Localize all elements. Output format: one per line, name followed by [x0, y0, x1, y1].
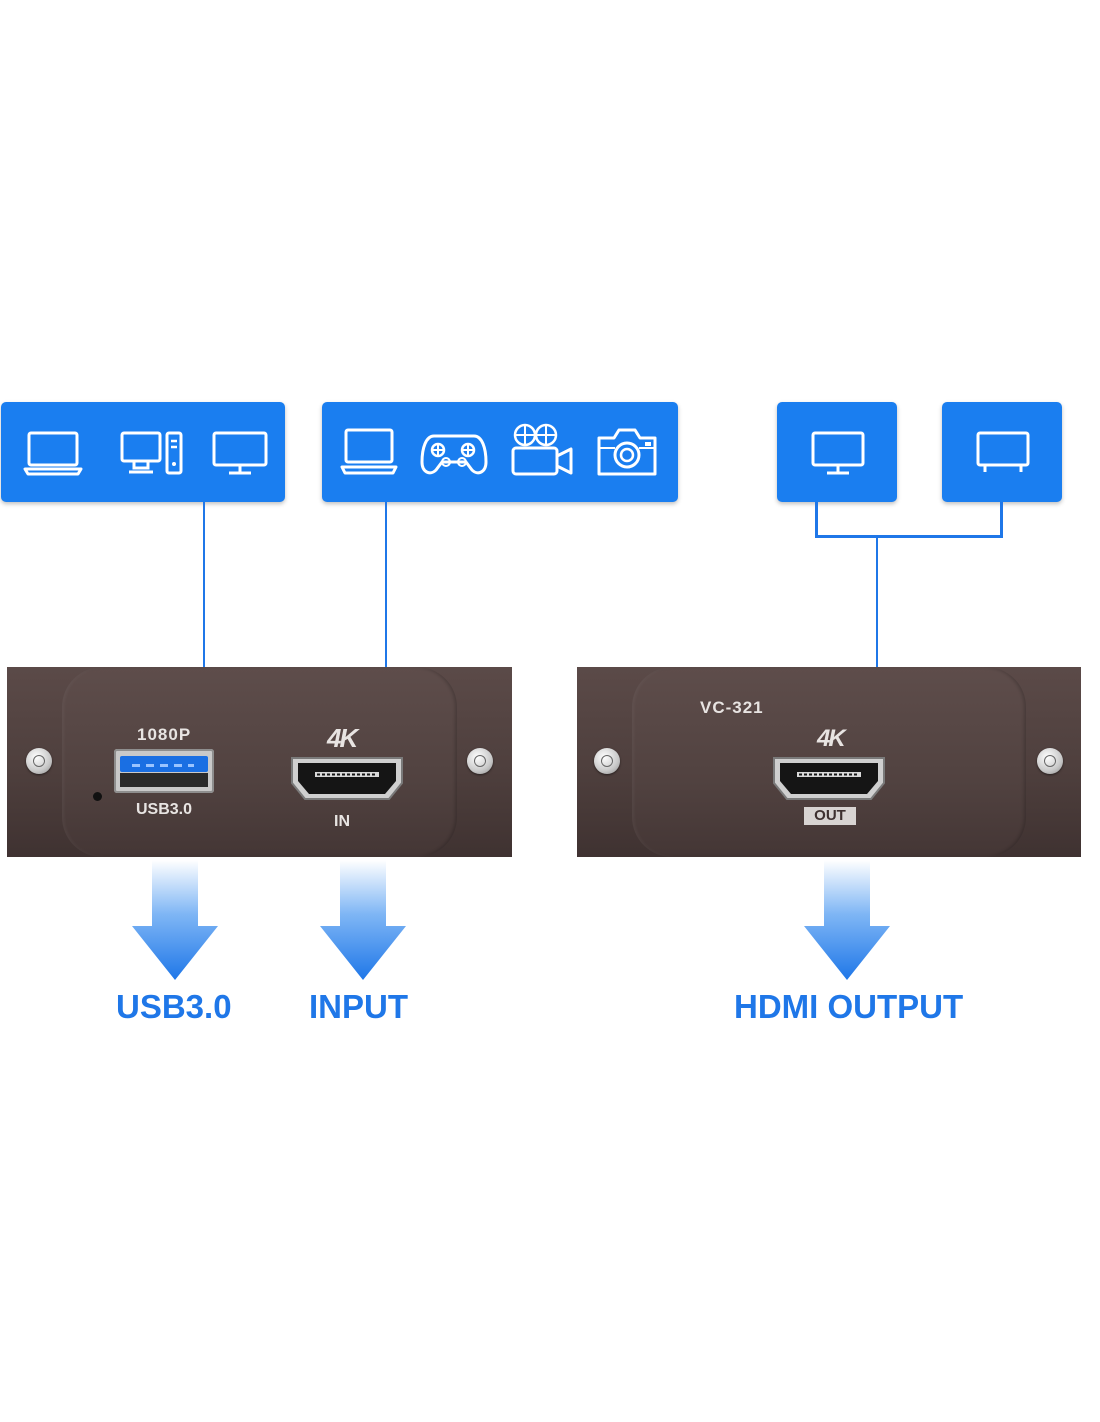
input-connector-line	[385, 502, 387, 764]
screw-icon	[26, 748, 52, 774]
hdmi-in-4k-badge: 4K	[327, 723, 358, 753]
output-connector-right	[1000, 502, 1003, 538]
gamepad-icon	[420, 434, 488, 475]
source-box-devices	[322, 402, 678, 502]
screw-icon	[594, 748, 620, 774]
usb-port-cavity	[120, 773, 208, 787]
usb-arrow-down-icon	[132, 860, 218, 980]
usb-port-pins	[132, 764, 194, 767]
output-connector-left	[815, 502, 818, 538]
hdmi-out-port[interactable]	[771, 755, 887, 803]
hdmi-out-label-plate	[804, 807, 856, 825]
monitor-icon	[212, 431, 268, 475]
model-label: VC-321	[700, 698, 764, 717]
caption-usb: USB3.0	[116, 988, 232, 1025]
usb-port[interactable]	[114, 749, 214, 793]
left-device-panel: 1080P USB3.0 4K IN	[7, 667, 512, 857]
hdmi-in-label: IN	[334, 813, 350, 830]
photo-camera-icon	[597, 428, 657, 476]
video-camera-icon	[511, 423, 573, 476]
usb-connector-line	[203, 502, 205, 754]
usb-bottom-label: USB3.0	[136, 801, 193, 818]
laptop-icon	[23, 431, 83, 476]
screw-icon	[1037, 748, 1063, 774]
output-box-monitor	[777, 402, 897, 502]
hdmi-in-port[interactable]	[289, 755, 405, 803]
hdmi-out-4k-badge: 4K	[817, 725, 846, 752]
hdmi-out-label: OUT	[814, 807, 846, 824]
source-box-computers	[1, 402, 285, 502]
caption-hdmi-output: HDMI OUTPUT	[734, 988, 964, 1025]
tv-icon	[976, 431, 1030, 472]
caption-input: INPUT	[309, 988, 408, 1025]
monitor-icon	[811, 431, 865, 475]
output-box-tv	[942, 402, 1062, 502]
status-led	[93, 792, 102, 801]
output-connector-trunk	[876, 535, 878, 763]
input-arrow-down-icon	[320, 860, 406, 980]
laptop-icon	[340, 428, 398, 475]
output-arrow-down-icon	[804, 860, 890, 980]
desktop-pc-icon	[120, 431, 183, 475]
right-device-panel: VC-321 4K OUT	[577, 667, 1081, 857]
screw-icon	[467, 748, 493, 774]
output-connector-bar	[815, 535, 1003, 538]
usb-top-label: 1080P	[137, 725, 192, 744]
